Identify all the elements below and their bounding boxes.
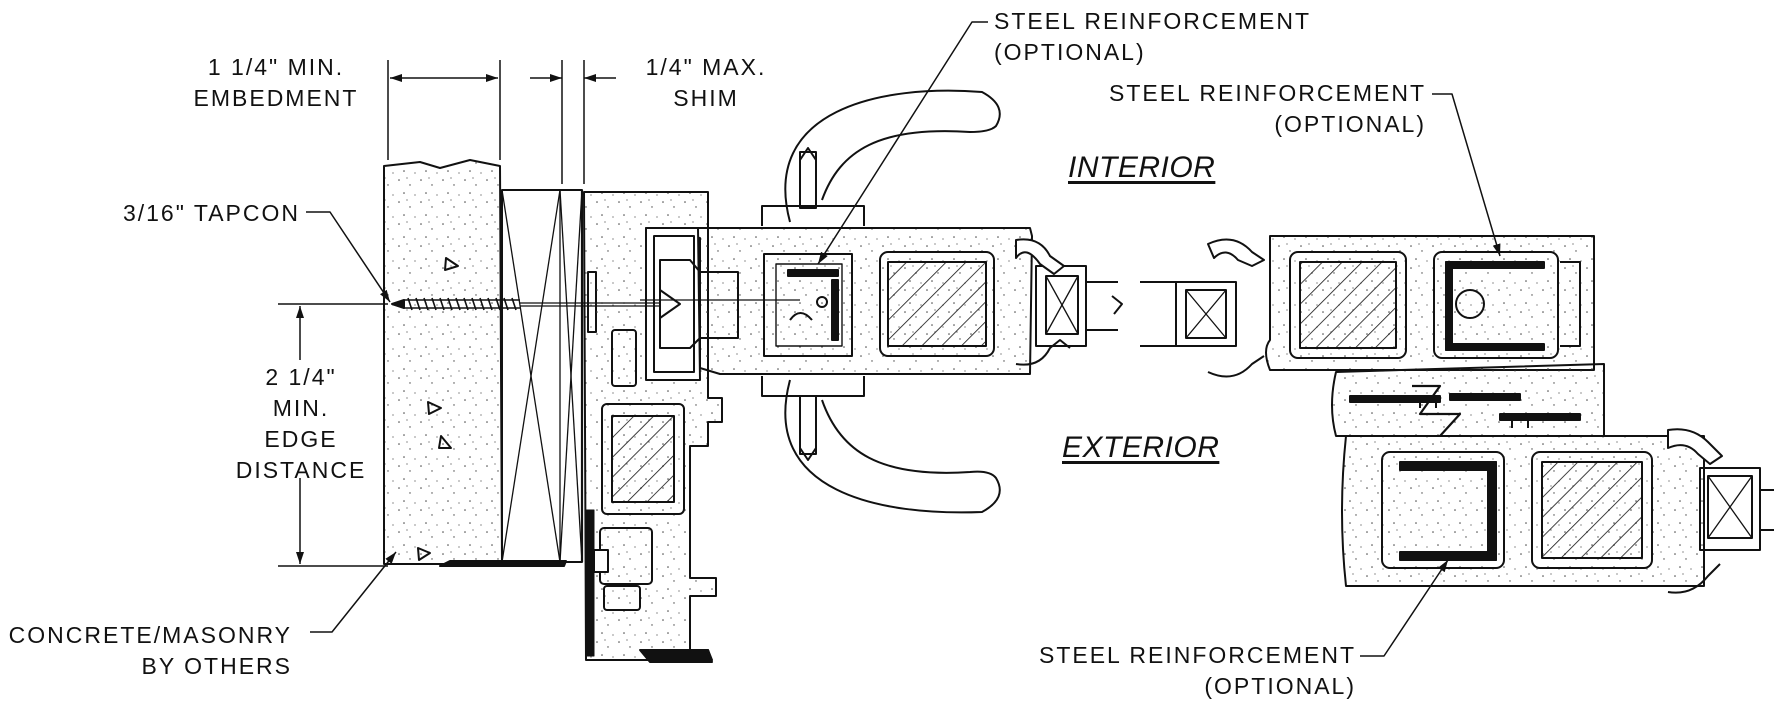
- steel-reinforcement-top-label: STEEL REINFORCEMENT (OPTIONAL): [994, 6, 1314, 68]
- embedment-line-1: 1 1/4" MIN.: [207, 54, 345, 80]
- right-exterior-sash: [1341, 428, 1774, 594]
- steel-bottom-line-2: (OPTIONAL): [1204, 673, 1356, 699]
- left-sash: [640, 227, 1123, 381]
- steel-top-line-1: STEEL REINFORCEMENT: [994, 8, 1312, 34]
- embedment-line-2: EMBEDMENT: [193, 85, 359, 111]
- concrete-masonry-label: CONCRETE/MASONRY BY OTHERS: [0, 620, 292, 682]
- interior-label: INTERIOR: [1068, 151, 1216, 184]
- shim-dimension-label: 1/4" MAX. SHIM: [622, 52, 790, 114]
- steel-top-line-2: (OPTIONAL): [994, 39, 1146, 65]
- exterior-label: EXTERIOR: [1062, 431, 1220, 464]
- edge-line-4: DISTANCE: [235, 457, 367, 483]
- steel-right-line-1: STEEL REINFORCEMENT: [1108, 80, 1426, 106]
- embedment-dimension-label: 1 1/4" MIN. EMBEDMENT: [178, 52, 374, 114]
- tapcon-label: 3/16" TAPCON: [122, 200, 300, 226]
- shim-line-1: 1/4" MAX.: [645, 54, 767, 80]
- tapcon-screw: [391, 289, 681, 319]
- right-interior-sash: [1140, 235, 1595, 378]
- leader-lines: [306, 21, 1501, 657]
- dimension-lines: [278, 60, 616, 567]
- steel-bottom-line-1: STEEL REINFORCEMENT: [1038, 642, 1356, 668]
- edge-distance-label: 2 1/4" MIN. EDGE DISTANCE: [218, 362, 384, 486]
- interlock-meeting-rail: [1331, 363, 1605, 437]
- steel-right-line-2: (OPTIONAL): [1274, 111, 1426, 137]
- shim-line-2: SHIM: [673, 85, 739, 111]
- sash-handle: [761, 89, 1001, 514]
- steel-reinforcement-right-label: STEEL REINFORCEMENT (OPTIONAL): [1104, 78, 1426, 140]
- concrete-line-2: BY OTHERS: [141, 653, 292, 679]
- edge-line-3: EDGE: [264, 426, 338, 452]
- concrete-wall: [383, 159, 567, 567]
- steel-reinforcement-bottom-label: STEEL REINFORCEMENT (OPTIONAL): [1030, 640, 1356, 702]
- edge-line-1: 2 1/4": [265, 364, 337, 390]
- concrete-line-1: CONCRETE/MASONRY: [8, 622, 292, 648]
- edge-line-2: MIN.: [272, 395, 330, 421]
- wood-buck: [501, 189, 597, 563]
